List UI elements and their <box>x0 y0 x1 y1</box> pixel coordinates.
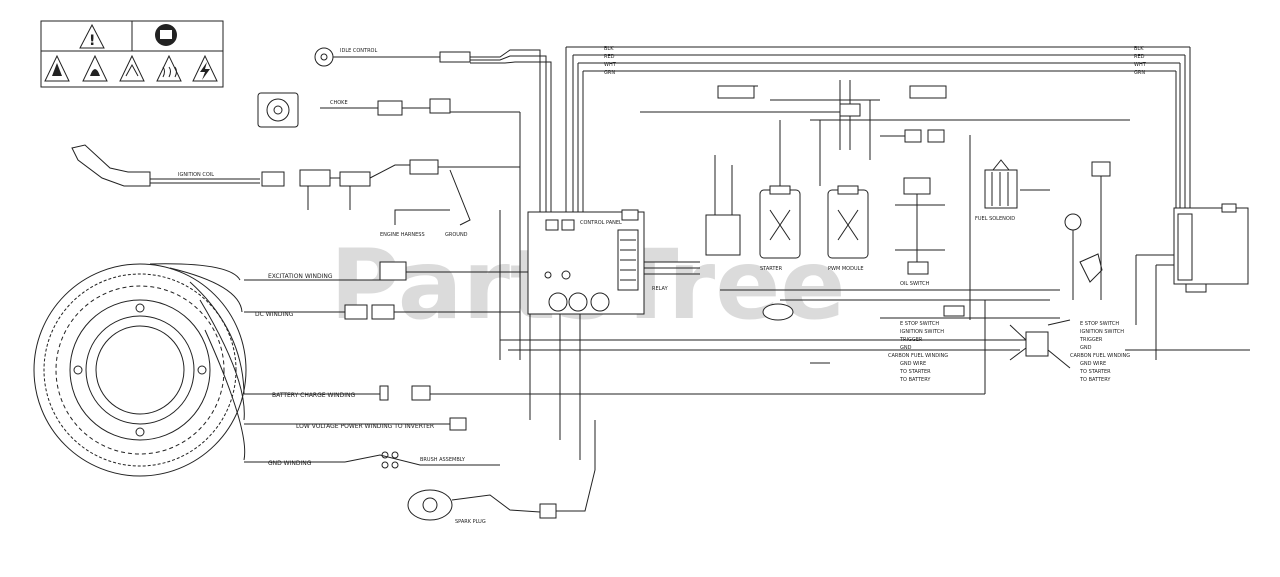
svg-text:!: ! <box>89 33 95 49</box>
idle-control-sensor: IDLE CONTROL <box>314 47 552 215</box>
harness-left-6: TO STARTER <box>899 369 931 375</box>
burn-hazard-icon <box>119 54 145 82</box>
fuel-solenoid: FUEL SOLENOID <box>969 135 1050 320</box>
harness-right-1: IGNITION SWITCH <box>1080 329 1124 335</box>
hot-surface-icon <box>156 54 182 82</box>
harness-right-0: E STOP SWITCH <box>1080 321 1119 327</box>
choke-solenoid: CHOKE <box>257 92 520 128</box>
top-bus: BLK RED WHT GRN BLK RED WHT GRN <box>565 46 1191 215</box>
brush-assy-label: BRUSH ASSEMBLY <box>420 457 466 463</box>
oil-switch: OIL SWITCH <box>895 177 945 287</box>
relay-label: RELAY <box>652 286 669 292</box>
dc-winding-label: DC WINDING <box>255 311 294 318</box>
bus-tag-2: RED <box>604 54 615 60</box>
pwm-module: PWM MODULE <box>819 120 869 272</box>
harness-right-4: CARBON FUEL WINDING <box>1070 353 1130 359</box>
spark-plug-boot: IGNITION COIL <box>71 144 285 187</box>
control-panel: CONTROL PANEL RELAY <box>527 209 700 315</box>
bus-tag-4: GRN <box>604 70 615 76</box>
engine-harness: ENGINE HARNESS GROUND <box>299 112 521 360</box>
harness-right-7: TO BATTERY <box>1079 377 1111 383</box>
starter-relay: STARTER <box>759 120 801 272</box>
harness-right-6: TO STARTER <box>1079 369 1111 375</box>
starter-label: STARTER <box>760 266 783 272</box>
hazard-icons <box>44 54 218 82</box>
ground-label: GROUND <box>445 232 468 238</box>
low-voltage-winding-label: LOW VOLTAGE POWER WINDING TO INVERTER <box>296 423 434 430</box>
spark-plug-label: SPARK PLUG <box>455 519 486 525</box>
alternator-stator <box>33 263 247 477</box>
spark-plug: SPARK PLUG <box>407 420 596 525</box>
battery-charge-label: BATTERY CHARGE WINDING <box>272 392 356 399</box>
bus-tag-5: BLK <box>1134 46 1144 52</box>
harness-left-0: E STOP SWITCH <box>900 321 939 327</box>
harness-left-3: GND <box>900 345 912 351</box>
bus-tag-8: GRN <box>1134 70 1145 76</box>
harness-left-1: IGNITION SWITCH <box>900 329 944 335</box>
warning-triangle-icon <box>79 23 105 49</box>
choke-label: CHOKE <box>330 100 348 106</box>
relay-module <box>705 155 741 256</box>
inverter-module <box>1135 203 1250 360</box>
harness-left-4: CARBON FUEL WINDING <box>888 353 948 359</box>
excitation-winding-label: EXCITATION WINDING <box>268 273 333 280</box>
oil-switch-label: OIL SWITCH <box>900 281 930 287</box>
harness-left-5: GND WIRE <box>900 361 926 367</box>
connector-pair <box>880 129 945 143</box>
harness-left-7: TO BATTERY <box>899 377 931 383</box>
bus-tag-7: WHT <box>1134 62 1147 68</box>
fire-hazard-icon <box>82 54 108 82</box>
ignition-coil-label: IGNITION COIL <box>178 172 214 178</box>
bus-tag-6: RED <box>1134 54 1145 60</box>
harness-left-2: TRIGGER <box>899 337 923 343</box>
stator-leads: EXCITATION WINDING DC WINDING BATTERY CH… <box>244 261 985 469</box>
harness-right-3: GND <box>1080 345 1092 351</box>
pwm-module-label: PWM MODULE <box>828 266 864 272</box>
bus-tag-1: BLK <box>604 46 614 52</box>
engine-harness-label: ENGINE HARNESS <box>380 232 425 238</box>
gnd-winding-label: GND WINDING <box>268 460 312 467</box>
mid-bus <box>640 80 1130 160</box>
idle-control-label: IDLE CONTROL <box>340 48 377 54</box>
bus-tag-3: WHT <box>604 62 617 68</box>
control-panel-label: CONTROL PANEL <box>580 220 622 226</box>
harness-right-2: TRIGGER <box>1079 337 1103 343</box>
safety-warning-label: ! <box>40 20 224 88</box>
harness-right-5: GND WIRE <box>1080 361 1106 367</box>
right-sensors <box>1064 161 1111 300</box>
fuel-solenoid-label: FUEL SOLENOID <box>975 216 1015 222</box>
harness-bundle: E STOP SWITCH IGNITION SWITCH TRIGGER GN… <box>499 210 1200 460</box>
